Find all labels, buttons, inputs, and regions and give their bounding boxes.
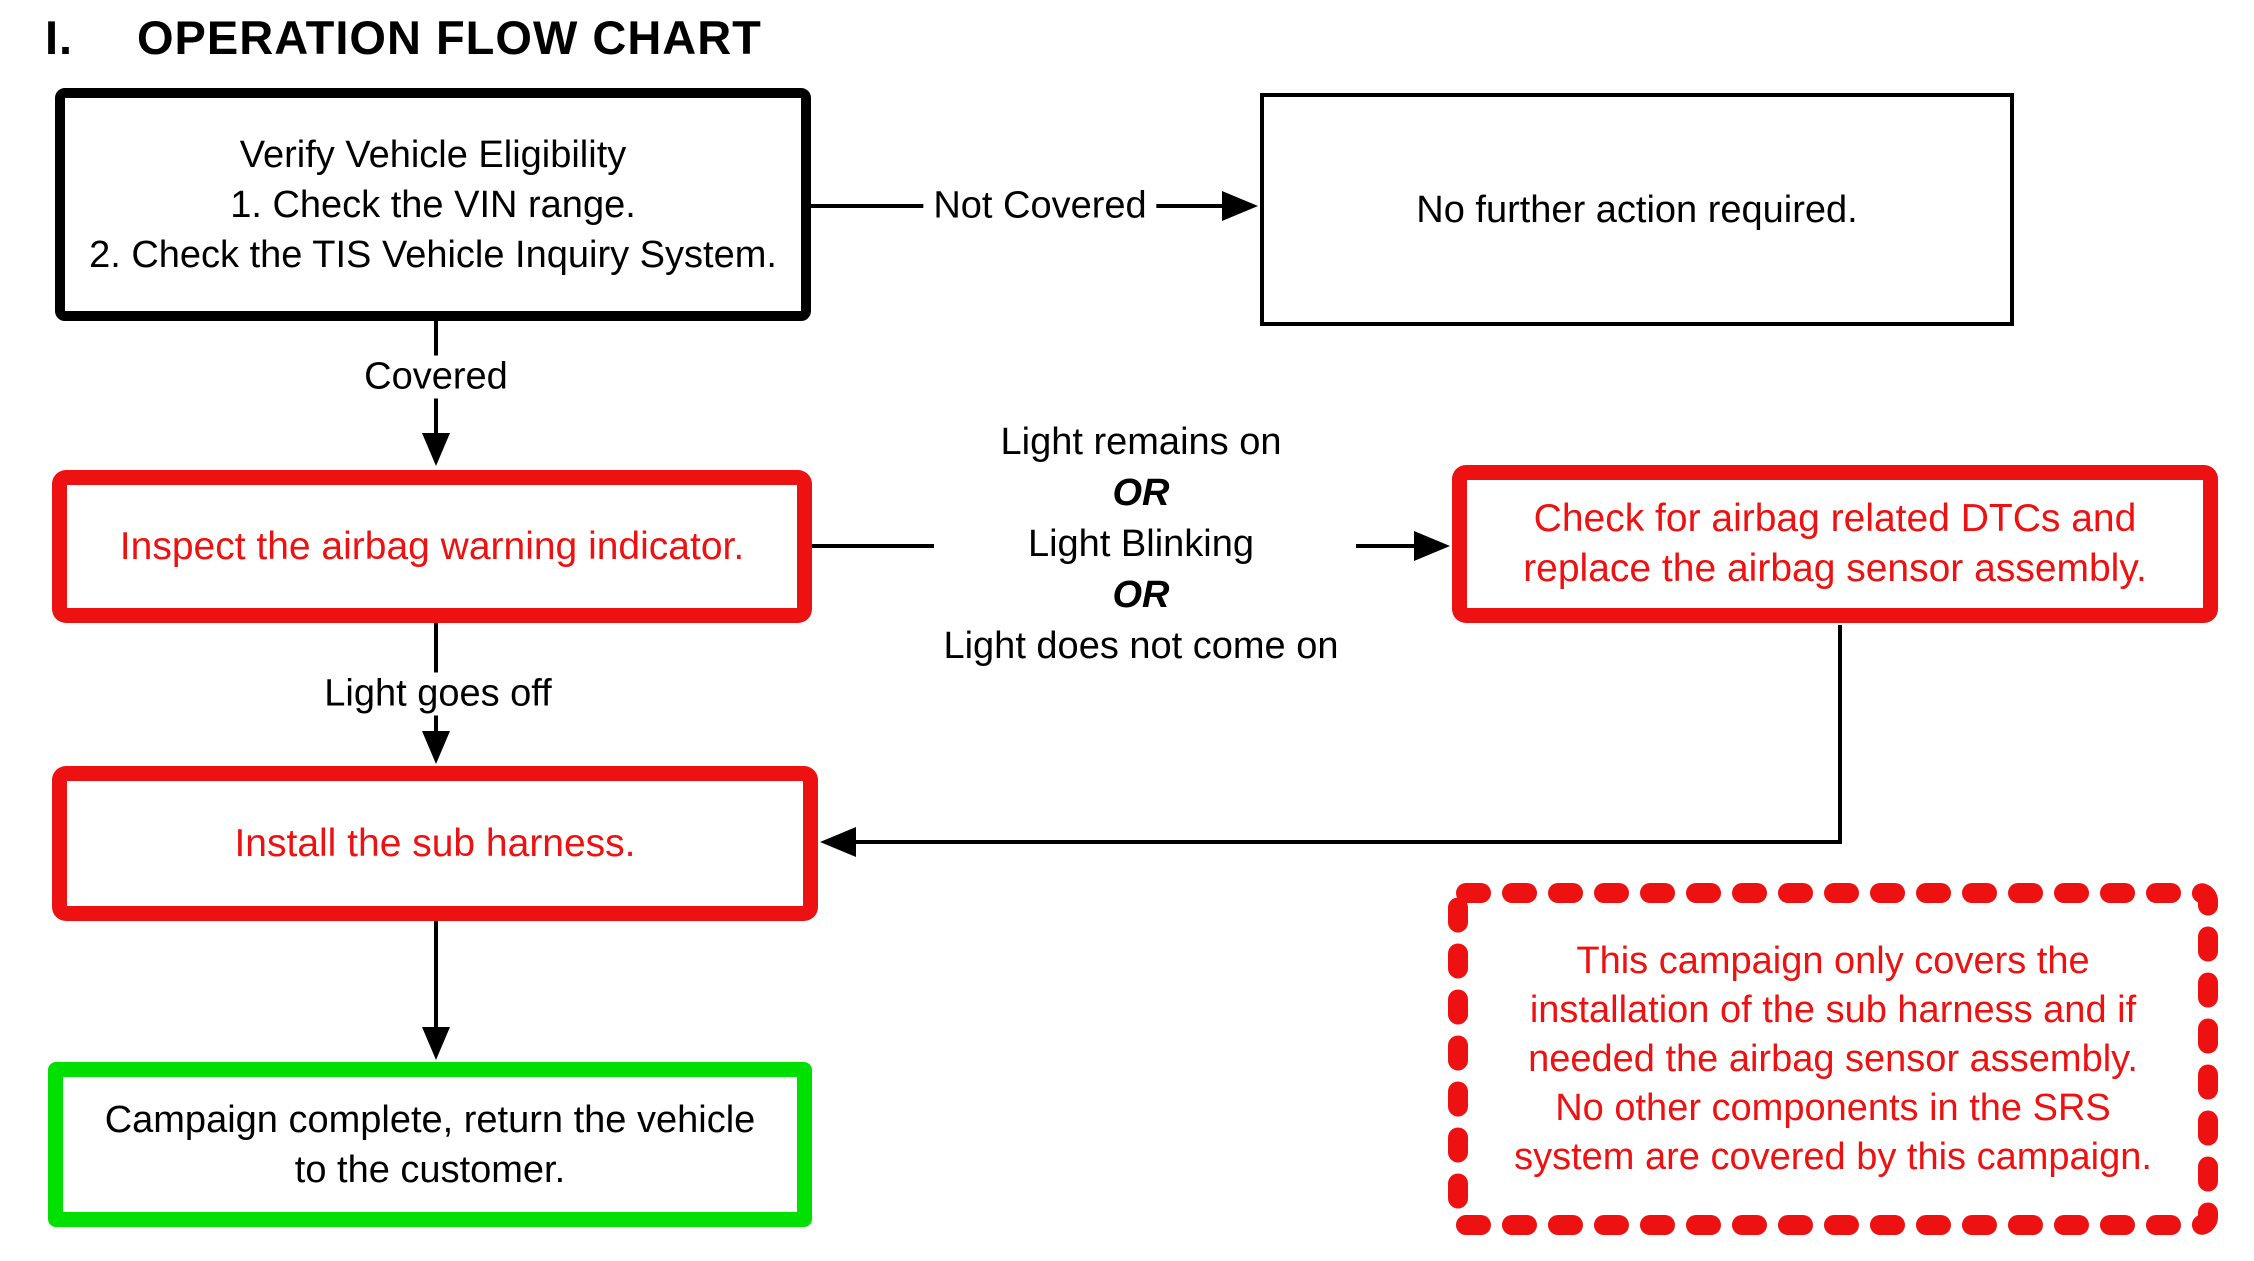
complete-line-2: to the customer. xyxy=(294,1148,566,1191)
condition-line-2: Light Blinking xyxy=(1027,523,1255,565)
check-dtc-text: Check for airbag related DTCs and replac… xyxy=(1523,494,2147,594)
notice-line-5: system are covered by this campaign. xyxy=(1514,1135,2152,1178)
light-goes-off-label: Light goes off xyxy=(314,672,562,716)
no-action-box: No further action required. xyxy=(1260,93,2014,326)
section-numeral: I. xyxy=(45,11,74,64)
verify-eligibility-box: Verify Vehicle Eligibility 1. Check the … xyxy=(55,88,811,321)
covered-label: Covered xyxy=(354,355,518,399)
dtc-line-2: replace the airbag sensor assembly. xyxy=(1523,547,2147,590)
connector-dtc-to-install xyxy=(834,625,1842,844)
condition-line-1: Light remains on xyxy=(1000,421,1282,463)
dtc-line-1: Check for airbag related DTCs and xyxy=(1533,497,2137,540)
or-label: OR xyxy=(1112,472,1170,514)
arrow-right-icon xyxy=(1414,531,1450,561)
condition-line-3: Light does not come on xyxy=(943,625,1339,667)
section-title-text: OPERATION FLOW CHART xyxy=(137,11,762,64)
inspect-indicator-box: Inspect the airbag warning indicator. xyxy=(52,470,812,623)
notice-line-3: needed the airbag sensor assembly. xyxy=(1528,1037,2138,1080)
arrow-down-icon xyxy=(422,433,450,466)
verify-line-2: 1. Check the VIN range. xyxy=(230,183,636,226)
check-dtc-box: Check for airbag related DTCs and replac… xyxy=(1452,465,2218,623)
no-action-text: No further action required. xyxy=(1416,188,1858,231)
notice-line-1: This campaign only covers the xyxy=(1576,939,2090,982)
complete-line-1: Campaign complete, return the vehicle xyxy=(104,1098,756,1141)
inspect-indicator-text: Inspect the airbag warning indicator. xyxy=(119,524,745,568)
notice-box-dashed-border xyxy=(1448,883,2218,1235)
or-label: OR xyxy=(1112,574,1170,616)
arrow-down-icon xyxy=(422,731,450,764)
notice-line-2: installation of the sub harness and if xyxy=(1529,988,2137,1031)
campaign-complete-text: Campaign complete, return the vehicle to… xyxy=(105,1095,756,1195)
verify-line-3: 2. Check the TIS Vehicle Inquiry System. xyxy=(89,233,777,276)
not-covered-label: Not Covered xyxy=(923,184,1157,228)
install-sub-harness-text: Install the sub harness. xyxy=(234,821,636,865)
campaign-complete-box: Campaign complete, return the vehicle to… xyxy=(48,1062,812,1227)
verify-eligibility-text: Verify Vehicle Eligibility 1. Check the … xyxy=(89,130,777,280)
arrow-left-icon xyxy=(820,827,856,857)
campaign-notice-box: This campaign only covers the installati… xyxy=(1448,883,2218,1235)
arrow-down-icon xyxy=(422,1027,450,1060)
notice-line-4: No other components in the SRS xyxy=(1555,1086,2111,1129)
verify-line-1: Verify Vehicle Eligibility xyxy=(239,133,627,176)
arrow-right-icon xyxy=(1222,191,1258,221)
install-sub-harness-box: Install the sub harness. xyxy=(52,766,818,921)
indicator-conditions-text: Light remains on OR Light Blinking OR Li… xyxy=(921,417,1361,672)
page-title: I. OPERATION FLOW CHART xyxy=(45,10,762,65)
